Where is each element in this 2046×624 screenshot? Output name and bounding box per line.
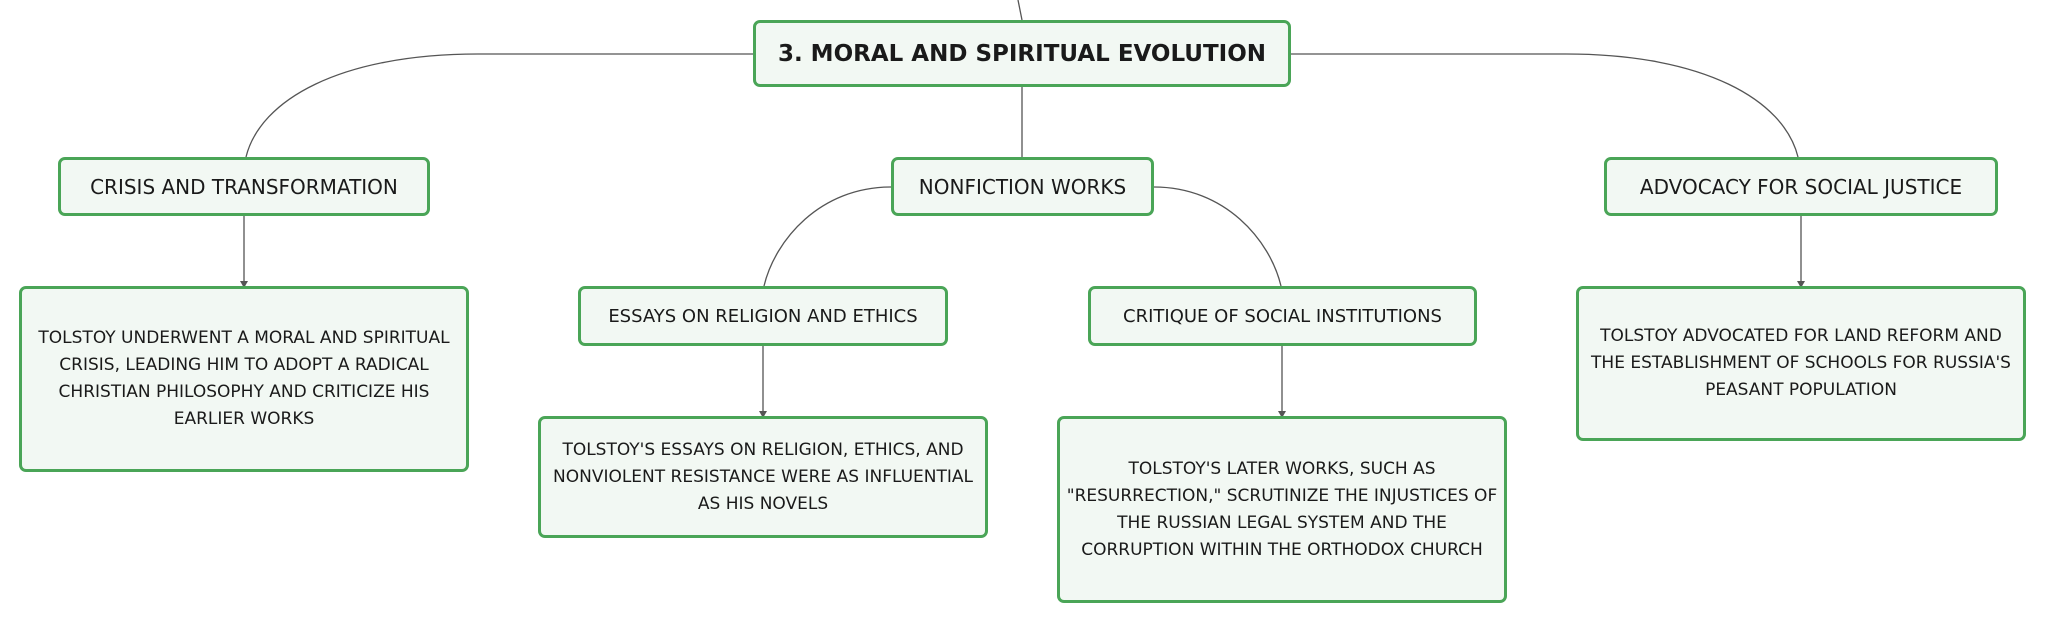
detail-crisis-and-transformation[interactable]: TOLSTOY UNDERWENT A MORAL AND SPIRITUAL … — [19, 286, 469, 472]
detail-text: TOLSTOY'S ESSAYS ON RELIGION, ETHICS, AN… — [553, 439, 973, 514]
topic-crisis-and-transformation[interactable]: CRISIS AND TRANSFORMATION — [58, 157, 430, 216]
topic-title: ADVOCACY FOR SOCIAL JUSTICE — [1639, 174, 1963, 199]
topic-nonfiction-works[interactable]: NONFICTION WORKS — [891, 157, 1154, 216]
detail-text: TOLSTOY'S LATER WORKS, SUCH AS "RESURREC… — [1066, 458, 1498, 560]
subtopic-critique-of-social-institutions[interactable]: CRITIQUE OF SOCIAL INSTITUTIONS — [1088, 286, 1477, 346]
detail-advocacy-for-social-justice[interactable]: TOLSTOY ADVOCATED FOR LAND REFORM AND TH… — [1576, 286, 2026, 441]
arrowhead-advocacy-detail — [1797, 281, 1805, 288]
arrowhead-crisis-detail — [240, 281, 248, 288]
topic-advocacy-for-social-justice[interactable]: ADVOCACY FOR SOCIAL JUSTICE — [1604, 157, 1998, 216]
root-node[interactable]: 3. MORAL AND SPIRITUAL EVOLUTION — [753, 20, 1291, 87]
detail-text: TOLSTOY ADVOCATED FOR LAND REFORM AND TH… — [1591, 326, 2011, 400]
subtopic-title: ESSAYS ON RELIGION AND ETHICS — [608, 305, 918, 327]
detail-essays-on-religion-and-ethics[interactable]: TOLSTOY'S ESSAYS ON RELIGION, ETHICS, AN… — [538, 416, 988, 538]
arrowhead-essays-detail — [759, 411, 767, 418]
root-title: 3. MORAL AND SPIRITUAL EVOLUTION — [777, 40, 1267, 67]
subtopic-title: CRITIQUE OF SOCIAL INSTITUTIONS — [1123, 305, 1442, 327]
detail-text: TOLSTOY UNDERWENT A MORAL AND SPIRITUAL … — [38, 328, 450, 429]
connector-nonfiction-to-essays — [763, 186, 892, 287]
detail-critique-of-social-institutions[interactable]: TOLSTOY'S LATER WORKS, SUCH AS "RESURREC… — [1057, 416, 1507, 603]
subtopic-essays-on-religion-and-ethics[interactable]: ESSAYS ON RELIGION AND ETHICS — [578, 286, 948, 346]
connector-root-to-crisis — [245, 53, 753, 158]
connector-root-to-advocacy — [1291, 53, 1799, 158]
connector-nonfiction-to-critique — [1153, 186, 1282, 287]
arrowhead-critique-detail — [1278, 411, 1286, 418]
connector-parent-to-root — [1017, 0, 1023, 21]
topic-title: CRISIS AND TRANSFORMATION — [90, 174, 398, 199]
topic-title: NONFICTION WORKS — [918, 174, 1127, 199]
